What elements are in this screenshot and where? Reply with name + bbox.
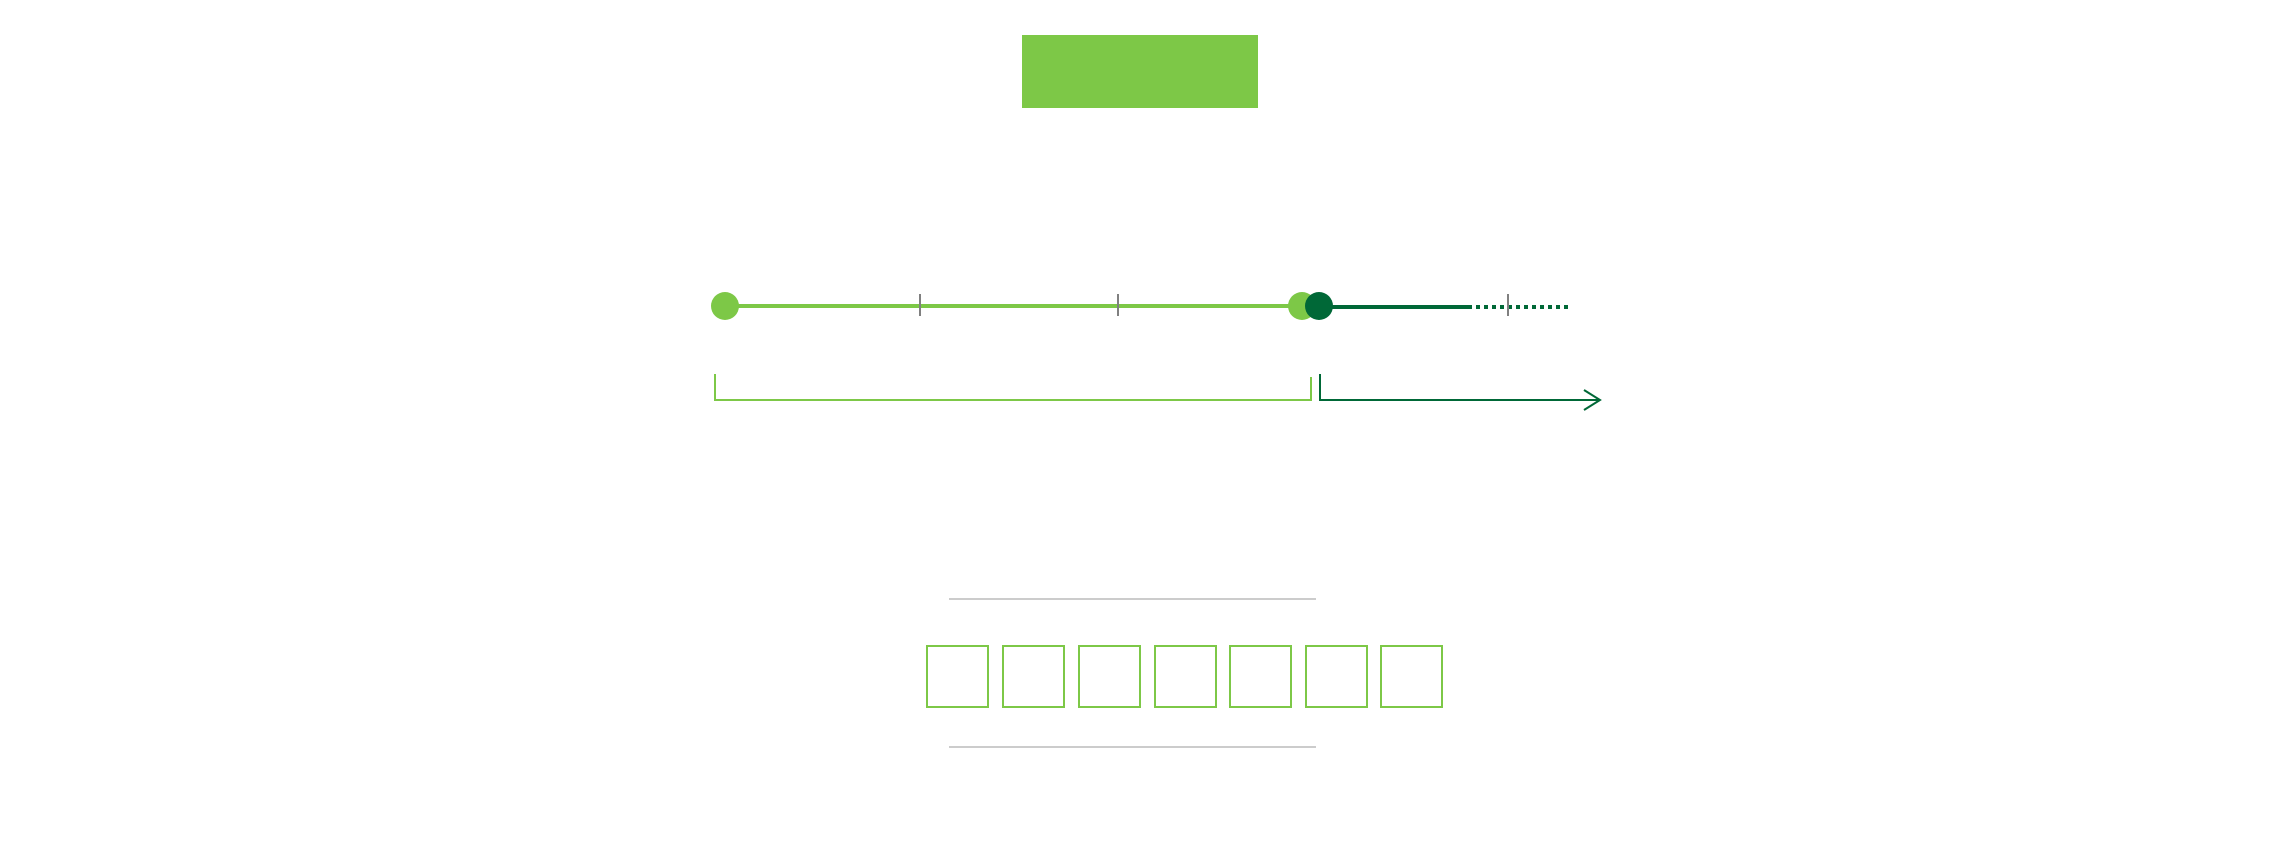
transition-node-dark [1305, 292, 1333, 320]
cell-6 [1305, 645, 1368, 708]
cell-1 [926, 645, 989, 708]
dark-bracket [1319, 374, 1598, 401]
cell-row [926, 645, 1443, 708]
cell-4 [1154, 645, 1217, 708]
header-block [1022, 35, 1258, 108]
light-bracket [714, 374, 1312, 401]
cell-7 [1380, 645, 1443, 708]
cell-3 [1078, 645, 1141, 708]
start-node [711, 292, 739, 320]
cell-2 [1002, 645, 1065, 708]
arrow-right-icon [1583, 389, 1602, 411]
cell-5 [1229, 645, 1292, 708]
